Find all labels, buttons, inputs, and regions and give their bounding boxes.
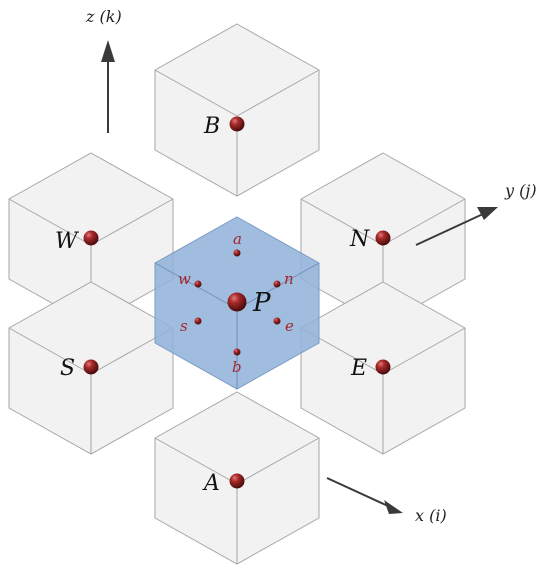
cube-a-edge — [154, 437, 238, 485]
sphere-face-n — [273, 280, 281, 288]
sphere-w — [83, 230, 99, 246]
sphere-face-w — [194, 280, 202, 288]
cube-s-edge — [8, 327, 92, 375]
sphere-p — [227, 292, 247, 312]
node-spheres — [83, 116, 391, 489]
sphere-a — [229, 473, 245, 489]
z-axis-label: z (k) — [85, 7, 122, 26]
face-label-b: b — [232, 358, 242, 376]
face-label-s: s — [180, 317, 188, 335]
sphere-e — [375, 359, 391, 375]
neighbor-label-a: A — [202, 471, 220, 496]
cube-b-edge — [236, 69, 320, 117]
neighbor-label-b: B — [203, 114, 220, 139]
y-axis-label: y (j) — [504, 181, 537, 200]
sphere-face-b — [233, 348, 241, 356]
center-node-label: P — [252, 288, 271, 318]
face-label-w: w — [178, 270, 191, 288]
y-axis-arrow — [415, 207, 498, 246]
sphere-face-e — [273, 317, 281, 325]
cube-b-edge — [154, 69, 238, 117]
z-axis-arrow — [101, 40, 115, 133]
sphere-face-a — [233, 249, 241, 257]
cube-n-edge — [300, 198, 384, 246]
cube-e-edge — [382, 327, 466, 375]
cube-w-edge — [8, 198, 92, 246]
neighbor-label-e: E — [350, 356, 367, 381]
x-axis-label: x (i) — [415, 506, 447, 525]
face-label-e: e — [285, 317, 294, 335]
sphere-b — [229, 116, 245, 132]
x-axis-arrow — [326, 477, 403, 514]
sphere-face-s — [194, 317, 202, 325]
cube-b — [154, 23, 320, 197]
cube-a-edge — [236, 437, 320, 485]
sphere-n — [375, 230, 391, 246]
face-label-a: a — [233, 230, 242, 248]
cube-n-edge — [382, 198, 466, 246]
neighbor-label-w: W — [55, 229, 80, 254]
cube-w-edge — [90, 198, 174, 246]
face-label-n: n — [284, 270, 294, 288]
sphere-s — [83, 359, 99, 375]
neighbor-label-s: S — [60, 356, 75, 381]
neighbor-label-n: N — [349, 227, 370, 252]
